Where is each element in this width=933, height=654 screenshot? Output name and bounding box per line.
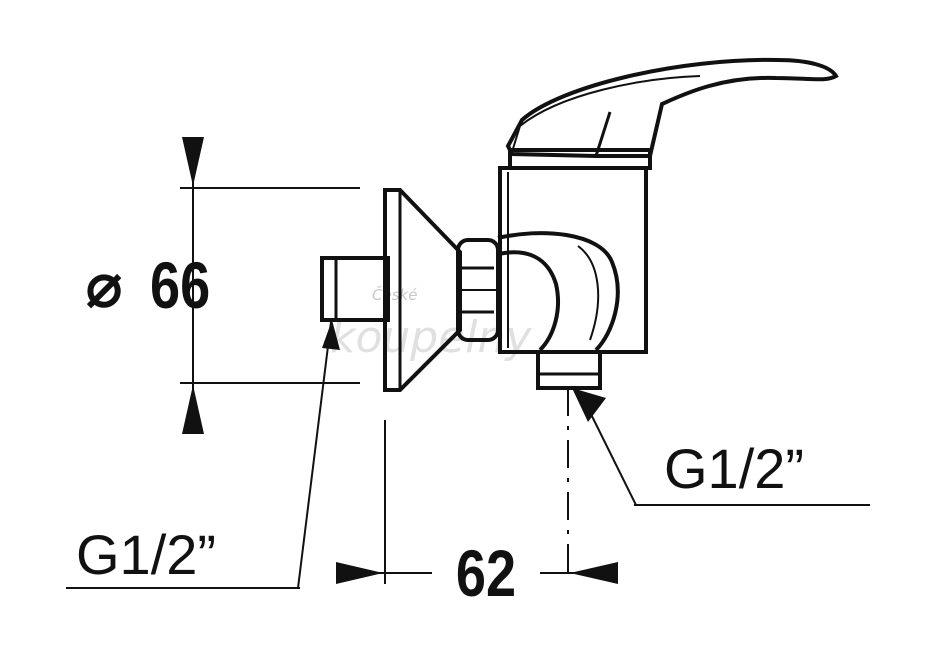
- inlet-thread-label: G1/2”: [76, 523, 216, 586]
- diameter-symbol: ⌀: [86, 252, 122, 319]
- length-dimension: 62: [336, 420, 618, 610]
- inlet-thread-stub: [320, 256, 390, 322]
- lever-handle-inner-line: [511, 75, 701, 153]
- length-arrow-right: [570, 562, 618, 584]
- diameter-arrow-top: [182, 137, 204, 186]
- diameter-value: 66: [150, 248, 210, 322]
- length-arrow-left: [336, 562, 383, 584]
- lever-handle-outline: [505, 57, 839, 158]
- diameter-dimension: ⌀ 66: [86, 137, 360, 434]
- lever-cap: [508, 148, 652, 170]
- lever-handle: [505, 57, 839, 170]
- watermark-line1: České: [372, 285, 417, 304]
- outlet-thread-callout: G1/2”: [572, 388, 870, 506]
- outlet-leader-arrow: [572, 388, 606, 422]
- diameter-arrow-bottom: [182, 385, 204, 434]
- inlet-leader-arrow: [322, 320, 340, 350]
- length-value: 62: [456, 536, 516, 610]
- inlet-thread-callout: G1/2”: [66, 320, 340, 589]
- mixer-body-curve-outer: [497, 231, 620, 352]
- outlet-stub-body: [536, 350, 602, 390]
- mixer-body-curve-shade: [577, 245, 600, 341]
- inlet-stub-body: [320, 256, 390, 322]
- inlet-leader-line: [297, 321, 332, 589]
- outlet-thread-stub: [536, 350, 602, 390]
- mixer-body-curve-inner: [497, 250, 561, 352]
- outlet-thread-label: G1/2”: [664, 437, 804, 500]
- length-label-backdrop: [432, 540, 540, 600]
